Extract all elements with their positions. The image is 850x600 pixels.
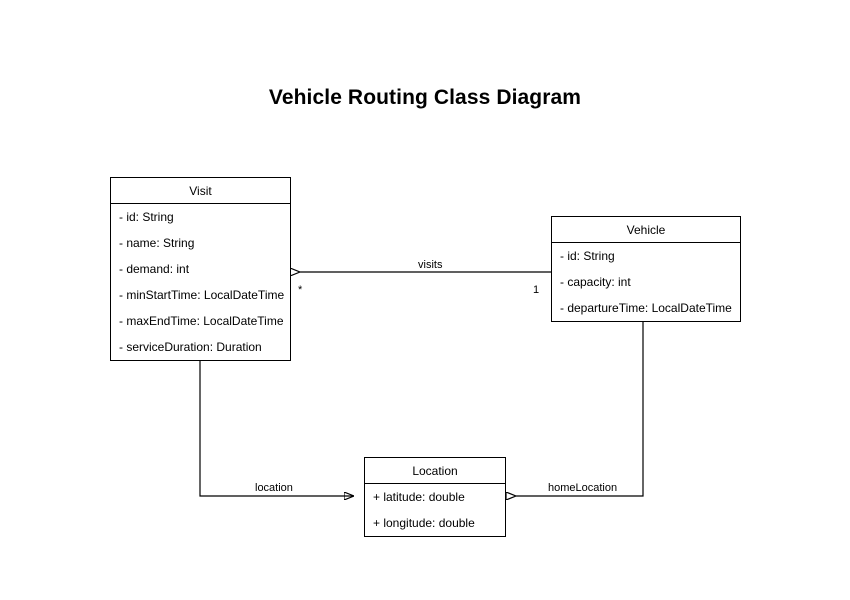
class-attribute: - demand: int: [119, 262, 190, 276]
edge-label-visits: visits: [415, 259, 446, 271]
class-attributes-vehicle: - id: String - capacity: int - departure…: [552, 243, 740, 321]
class-attribute: - minStartTime: LocalDateTime: [119, 288, 285, 302]
class-name-visit: Visit: [111, 178, 290, 204]
class-attribute: - id: String: [560, 249, 615, 263]
class-attribute: - id: String: [119, 210, 174, 224]
class-attribute: - name: String: [119, 236, 195, 250]
multiplicity-visit: *: [298, 284, 303, 296]
class-box-vehicle[interactable]: Vehicle - id: String - capacity: int - d…: [551, 216, 741, 322]
class-attribute: - departureTime: LocalDateTime: [560, 301, 732, 315]
edge-label-location: location: [252, 482, 296, 494]
edge-label-home-location: homeLocation: [545, 482, 621, 494]
class-attributes-visit: - id: String - name: String - demand: in…: [111, 204, 290, 360]
class-attributes-location: + latitude: double + longitude: double: [365, 484, 505, 536]
class-attribute: - capacity: int: [560, 275, 631, 289]
edge-home-location: [516, 322, 644, 496]
class-attribute: - maxEndTime: LocalDateTime: [119, 314, 284, 328]
edge-location: [199, 361, 354, 496]
class-name-vehicle: Vehicle: [552, 217, 740, 243]
class-box-visit[interactable]: Visit - id: String - name: String - dema…: [110, 177, 291, 361]
class-attribute: + latitude: double: [373, 490, 465, 504]
multiplicity-vehicle: 1: [533, 284, 540, 296]
class-box-location[interactable]: Location + latitude: double + longitude:…: [364, 457, 506, 537]
class-attribute: - serviceDuration: Duration: [119, 340, 262, 354]
class-name-location: Location: [365, 458, 505, 484]
class-attribute: + longitude: double: [373, 516, 475, 530]
page-title: Vehicle Routing Class Diagram: [268, 86, 582, 109]
